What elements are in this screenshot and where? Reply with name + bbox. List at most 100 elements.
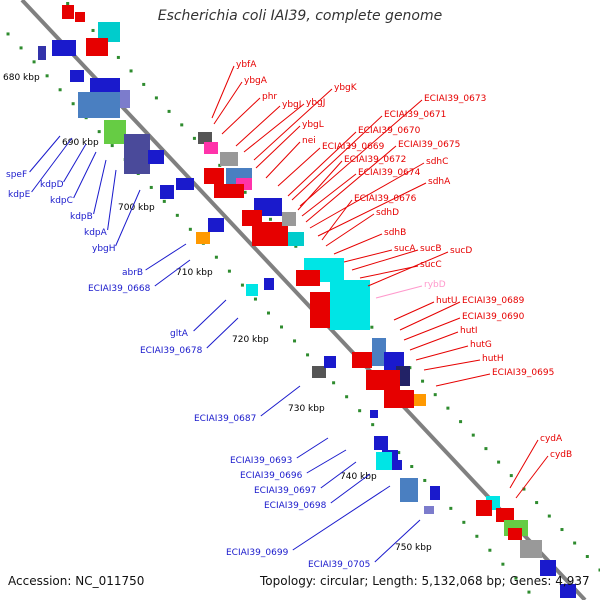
ring-dot [509, 474, 513, 478]
ring-dot [58, 88, 62, 92]
gene-block [196, 232, 210, 244]
ring-dot [423, 478, 427, 482]
gene-label-sucd: sucD [450, 246, 472, 256]
gene-block [424, 506, 434, 514]
gene-leader-line [367, 251, 449, 287]
gene-block [104, 120, 126, 144]
gene-label-eciai39-0675: ECIAI39_0675 [398, 140, 460, 150]
gene-leader-line [306, 449, 347, 474]
gene-label-eciai39-0673: ECIAI39_0673 [424, 94, 486, 104]
ring-dot [45, 74, 49, 78]
ring-dot [266, 311, 270, 315]
gene-block [372, 338, 386, 366]
ring-dot [110, 144, 114, 148]
gene-block [148, 150, 164, 164]
gene-label-eciai39-0696: ECIAI39_0696 [240, 471, 303, 481]
gene-leader-line [301, 173, 357, 217]
gene-leader-line [333, 233, 383, 255]
gene-leader-line [145, 243, 187, 271]
accession-text: Accession: NC_011750 [8, 574, 145, 588]
gene-label-hutu: hutU [436, 296, 458, 306]
gene-block [38, 46, 46, 60]
gene-block [52, 40, 76, 56]
ring-dot [167, 109, 171, 113]
kbp-tick-label: 710 kbp [176, 268, 213, 278]
gene-label-sucb: sucB [420, 244, 442, 254]
gene-leader-line [265, 141, 301, 179]
ring-dot [19, 46, 23, 50]
gene-label-ybgi: ybgI [282, 100, 301, 110]
gene-block [120, 90, 130, 108]
ring-dot [573, 541, 577, 545]
gene-label-kdpd: kdpD [40, 180, 64, 190]
gene-block [370, 410, 378, 418]
ring-dot [332, 381, 336, 385]
ring-dot [488, 548, 492, 552]
gene-leader-line [235, 105, 281, 147]
gene-label-sdha: sdhA [428, 177, 451, 187]
gene-block [75, 12, 85, 22]
gene-leader-line [423, 359, 481, 371]
gene-label-sdhc: sdhC [426, 157, 448, 167]
gene-block [282, 212, 296, 226]
gene-label-rybd: rybD [424, 280, 446, 290]
gene-block [62, 5, 74, 19]
gene-label-kdpe: kdpE [8, 190, 31, 200]
ring-dot [32, 60, 36, 64]
gene-label-huti: hutI [460, 326, 478, 336]
gene-block [208, 218, 224, 232]
ring-dot [268, 217, 272, 221]
kbp-tick-label: 680 kbp [3, 73, 40, 83]
gene-leader-line [253, 88, 333, 161]
gene-label-eciai39-0705: ECIAI39_0705 [308, 560, 370, 570]
ring-dot [497, 460, 501, 464]
ring-dot [527, 590, 531, 594]
gene-block [264, 278, 274, 290]
kbp-tick-label: 690 kbp [62, 138, 99, 148]
reverse-gene-labels: speFkdpEkdpDkdpCkdpBkdpAybgHabrBECIAI39_… [6, 135, 421, 570]
gene-label-eciai39-0674: ECIAI39_0674 [358, 168, 421, 178]
ring-dot [547, 514, 551, 518]
gene-label-eciai39-0693: ECIAI39_0693 [230, 456, 292, 466]
gene-block [70, 70, 84, 82]
ring-dot [306, 353, 310, 357]
gene-label-sdhb: sdhB [384, 228, 406, 238]
ring-dot [243, 190, 247, 194]
gene-label-eciai39-0670: ECIAI39_0670 [358, 126, 421, 136]
gene-leader-line [107, 169, 117, 231]
gene-leader-line [193, 299, 227, 332]
gene-leader-line [93, 159, 107, 215]
gene-block [262, 230, 276, 244]
gene-block [198, 132, 212, 144]
gene-label-eciai39-0695: ECIAI39_0695 [492, 368, 554, 378]
gene-label-sdhd: sdhD [376, 208, 399, 218]
ring-dot [475, 534, 479, 538]
gene-label-suca: sucA [394, 244, 416, 254]
gene-leader-line [211, 65, 235, 119]
gene-leader-line [73, 151, 97, 199]
gene-label-ybgl: ybgL [302, 120, 324, 130]
gene-block [430, 486, 440, 500]
gene-label-eciai39-0671: ECIAI39_0671 [384, 110, 446, 120]
gene-leader-line [374, 519, 421, 563]
gene-label-eciai39-0697: ECIAI39_0697 [254, 486, 316, 496]
ring-dot [535, 501, 539, 505]
genome-summary-text: Topology: circular; Length: 5,132,068 bp… [260, 574, 590, 588]
gene-label-glta: gltA [170, 329, 189, 339]
ring-dot [240, 283, 244, 287]
gene-block [540, 560, 556, 576]
gene-leader-line [509, 439, 539, 489]
gene-leader-line [321, 199, 353, 241]
ring-dot [6, 32, 10, 36]
kbp-tick-label: 750 kbp [395, 543, 432, 553]
ring-dot [397, 451, 401, 455]
gene-label-eciai39-0689: ECIAI39_0689 [462, 296, 525, 306]
ring-dot [449, 506, 453, 510]
ring-dot [459, 420, 463, 424]
ring-dot [410, 465, 414, 469]
gene-label-ybgh: ybgH [92, 244, 116, 254]
gene-block [384, 390, 414, 408]
gene-leader-line [154, 259, 191, 287]
gene-leader-line [287, 131, 357, 197]
gene-block [414, 394, 426, 406]
